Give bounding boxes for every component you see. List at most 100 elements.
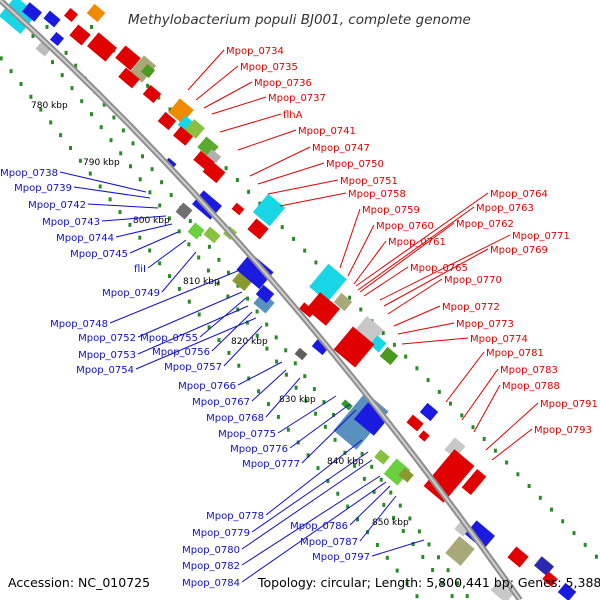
red-arrow-gene[interactable] bbox=[173, 126, 193, 146]
gene-label-forward[interactable]: Mpop_0793 bbox=[534, 425, 592, 436]
gray-gene[interactable] bbox=[206, 149, 222, 163]
gene-label-reverse[interactable]: Mpop_0752 bbox=[78, 333, 136, 344]
red-arrow-gene[interactable] bbox=[118, 67, 140, 89]
blue-arrow-gene[interactable] bbox=[22, 2, 42, 22]
gene-label-forward[interactable]: Mpop_0747 bbox=[312, 143, 370, 154]
blue-arrow-gene[interactable] bbox=[255, 284, 275, 304]
gene-label-forward[interactable]: Mpop_0774 bbox=[470, 334, 528, 345]
orange-gene[interactable] bbox=[86, 3, 106, 23]
gene-label-reverse[interactable]: Mpop_0745 bbox=[70, 249, 128, 260]
gene-label-reverse[interactable]: fliI bbox=[134, 264, 146, 275]
gene-label-forward[interactable]: Mpop_0736 bbox=[254, 78, 312, 89]
gene-label-forward[interactable]: Mpop_0750 bbox=[326, 159, 384, 170]
blue-arrow-gene[interactable] bbox=[557, 582, 577, 600]
gene-label-reverse[interactable]: Mpop_0748 bbox=[50, 319, 108, 330]
gene-label-reverse[interactable]: Mpop_0766 bbox=[178, 381, 236, 392]
gene-label-forward[interactable]: Mpop_0762 bbox=[456, 219, 514, 230]
blue-arrow-gene[interactable] bbox=[49, 31, 65, 47]
gray-gene[interactable] bbox=[294, 347, 308, 361]
blue-arrow-gene[interactable] bbox=[353, 402, 389, 436]
gene-label-forward[interactable]: Mpop_0781 bbox=[486, 348, 544, 359]
green-gene[interactable] bbox=[187, 222, 205, 240]
gene-label-reverse[interactable]: Mpop_0767 bbox=[192, 397, 250, 408]
red-arrow-gene[interactable] bbox=[142, 84, 162, 104]
green-gene[interactable] bbox=[203, 226, 221, 244]
red-arrow-gene[interactable] bbox=[247, 218, 269, 240]
gene-label-forward[interactable]: Mpop_0783 bbox=[500, 365, 558, 376]
red-arrow-gene[interactable] bbox=[87, 32, 117, 62]
gene-label-forward[interactable]: Mpop_0769 bbox=[490, 245, 548, 256]
green-gene[interactable] bbox=[383, 458, 411, 486]
gene-label-forward[interactable]: Mpop_0759 bbox=[362, 205, 420, 216]
gene-label-forward[interactable]: Mpop_0773 bbox=[456, 319, 514, 330]
gray-gene[interactable] bbox=[490, 580, 514, 600]
gene-label-reverse[interactable]: Mpop_0780 bbox=[182, 545, 240, 556]
gene-labels[interactable]: Mpop_0734Mpop_0735Mpop_0736Mpop_0737flhA… bbox=[0, 46, 598, 589]
gene-label-reverse[interactable]: Mpop_0744 bbox=[56, 233, 114, 244]
gene-label-reverse[interactable]: Mpop_0797 bbox=[312, 552, 370, 563]
red-arrow-gene[interactable] bbox=[63, 7, 79, 23]
gene-label-forward[interactable]: Mpop_0735 bbox=[240, 62, 298, 73]
red-arrow-gene[interactable] bbox=[507, 546, 529, 568]
gene-label-reverse[interactable]: Mpop_0775 bbox=[218, 429, 276, 440]
gene-label-forward[interactable]: Mpop_0741 bbox=[298, 126, 356, 137]
olive-gene[interactable] bbox=[445, 536, 475, 566]
gene-label-forward[interactable]: Mpop_0764 bbox=[490, 189, 548, 200]
red-arrow-gene[interactable] bbox=[115, 45, 141, 71]
gene-label-forward[interactable]: Mpop_0763 bbox=[476, 203, 534, 214]
red-arrow-gene[interactable] bbox=[542, 571, 558, 587]
gene-label-reverse[interactable]: Mpop_0784 bbox=[182, 578, 240, 589]
gene-label-reverse[interactable]: Mpop_0768 bbox=[206, 413, 264, 424]
gene-label-reverse[interactable]: Mpop_0757 bbox=[164, 362, 222, 373]
cyan-gene[interactable] bbox=[252, 193, 286, 227]
gray-gene[interactable] bbox=[175, 202, 193, 220]
gene-label-forward[interactable]: flhA bbox=[283, 110, 303, 121]
gene-label-forward[interactable]: Mpop_0760 bbox=[376, 221, 434, 232]
red-arrow-gene[interactable] bbox=[333, 326, 375, 368]
gene-label-reverse[interactable]: Mpop_0738 bbox=[0, 168, 58, 179]
green-gene[interactable] bbox=[185, 119, 205, 139]
red-arrow-gene[interactable] bbox=[418, 430, 430, 442]
gene-label-reverse[interactable]: Mpop_0755 bbox=[140, 333, 198, 344]
olive-gene[interactable] bbox=[129, 55, 157, 83]
navy-gene[interactable] bbox=[534, 556, 554, 576]
blue-arrow-gene[interactable] bbox=[236, 252, 274, 290]
gene-label-reverse[interactable]: Mpop_0786 bbox=[290, 521, 348, 532]
red-arrow-gene[interactable] bbox=[461, 468, 487, 496]
green-gene[interactable] bbox=[140, 63, 156, 79]
gray-gene[interactable] bbox=[454, 521, 470, 537]
gene-label-forward[interactable]: Mpop_0772 bbox=[442, 302, 500, 313]
blue-arrow-gene[interactable] bbox=[419, 402, 439, 422]
gene-label-reverse[interactable]: Mpop_0782 bbox=[182, 561, 240, 572]
green-gene[interactable] bbox=[374, 449, 390, 465]
red-arrow-gene[interactable] bbox=[305, 292, 341, 326]
gene-label-forward[interactable]: Mpop_0770 bbox=[444, 275, 502, 286]
red-arrow-gene[interactable] bbox=[69, 24, 91, 46]
gene-label-reverse[interactable]: Mpop_0778 bbox=[206, 511, 264, 522]
gene-label-forward[interactable]: Mpop_0751 bbox=[340, 176, 398, 187]
gene-label-reverse[interactable]: Mpop_0753 bbox=[78, 350, 136, 361]
gene-label-forward[interactable]: Mpop_0734 bbox=[226, 46, 284, 57]
blue-arrow-gene[interactable] bbox=[43, 10, 61, 28]
cyan-gene[interactable] bbox=[309, 263, 347, 303]
gene-label-forward[interactable]: Mpop_0758 bbox=[348, 189, 406, 200]
gene-label-forward[interactable]: Mpop_0791 bbox=[540, 399, 598, 410]
gene-label-forward[interactable]: Mpop_0788 bbox=[502, 381, 560, 392]
gene-label-forward[interactable]: Mpop_0761 bbox=[388, 237, 446, 248]
gene-label-reverse[interactable]: Mpop_0742 bbox=[28, 200, 86, 211]
gene-label-reverse[interactable]: Mpop_0743 bbox=[42, 217, 100, 228]
gene-label-reverse[interactable]: Mpop_0779 bbox=[192, 528, 250, 539]
blue-arrow-gene[interactable] bbox=[465, 520, 495, 550]
gene-label-reverse[interactable]: Mpop_0749 bbox=[102, 288, 160, 299]
gene-label-reverse[interactable]: Mpop_0787 bbox=[300, 537, 358, 548]
gene-label-reverse[interactable]: Mpop_0777 bbox=[242, 459, 300, 470]
olive-gene[interactable] bbox=[333, 292, 353, 312]
olive-gene[interactable] bbox=[398, 467, 414, 483]
gene-label-reverse[interactable]: Mpop_0754 bbox=[76, 365, 134, 376]
red-arrow-gene[interactable] bbox=[299, 302, 315, 318]
gene-label-reverse[interactable]: Mpop_0756 bbox=[152, 347, 210, 358]
gene-label-reverse[interactable]: Mpop_0776 bbox=[230, 444, 288, 455]
red-arrow-gene[interactable] bbox=[406, 414, 424, 432]
cyan-gene[interactable] bbox=[369, 335, 387, 353]
red-arrow-gene[interactable] bbox=[157, 111, 177, 131]
